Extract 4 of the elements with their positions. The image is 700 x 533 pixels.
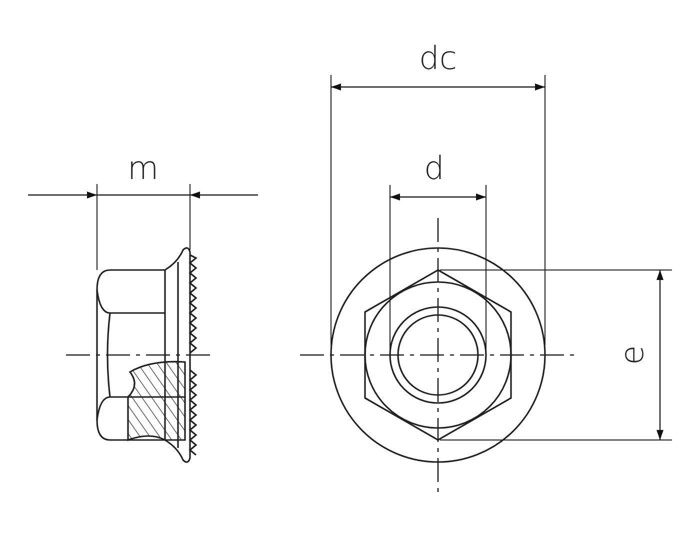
dimension-label: m	[128, 152, 159, 184]
dimension-label: d	[424, 152, 444, 184]
dimension-label: dc	[419, 42, 457, 74]
dimension-label: e	[616, 345, 648, 365]
